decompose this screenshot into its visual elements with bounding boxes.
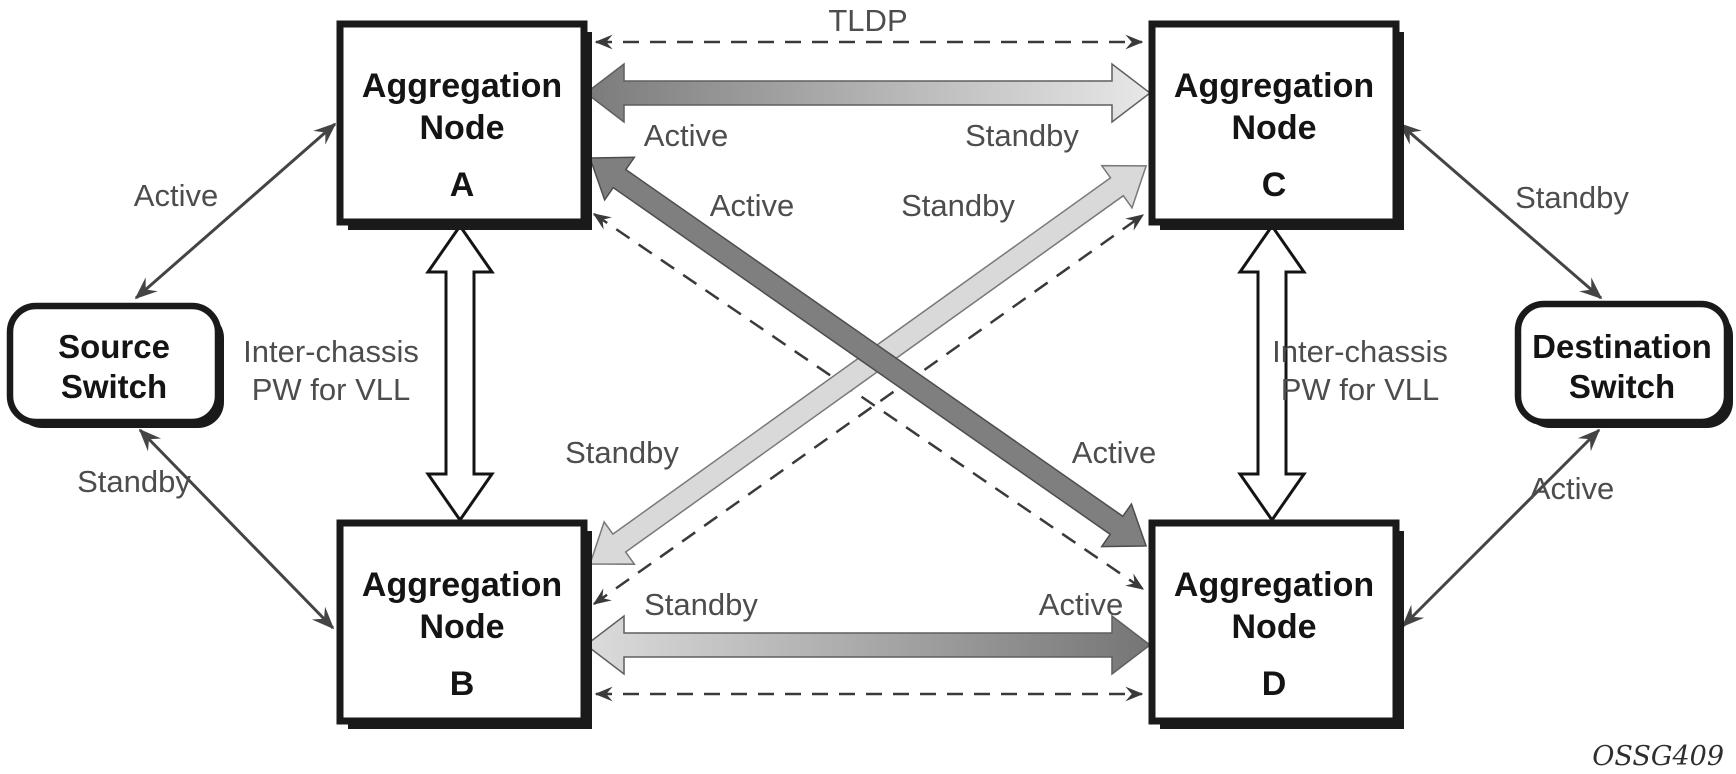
- source-b-standby-label: Standby: [77, 464, 191, 499]
- destination-switch-label-line2: Switch: [1569, 368, 1675, 405]
- interchassis-c-d-label-line1: Inter-chassis: [1272, 334, 1448, 369]
- node-c-label-line1: Aggregation: [1174, 67, 1374, 105]
- aggregation-node-a: Aggregation Node A: [336, 20, 592, 230]
- link-source-to-a: [134, 122, 337, 300]
- pw-b-d-active-label: Active: [1039, 587, 1123, 622]
- node-a-label-line2: Node: [420, 109, 505, 147]
- source-switch-label-line1: Source: [58, 328, 170, 365]
- source-switch-box: [6, 302, 222, 426]
- node-c-box: [1148, 20, 1400, 226]
- pw-a-d-active-label-lower: Active: [1072, 435, 1156, 470]
- aggregation-node-c: Aggregation Node C: [1148, 20, 1404, 230]
- pw-b-d-standby-label: Standby: [644, 587, 758, 622]
- pw-a-c-standby-label: Standby: [965, 118, 1079, 153]
- node-d-label-line2: Node: [1232, 608, 1317, 646]
- tldp-link-b-c: [592, 213, 1145, 606]
- link-d-to-destination: [1401, 428, 1601, 628]
- link-source-to-b: [138, 428, 335, 630]
- pw-a-d-active-label-upper: Active: [710, 188, 794, 223]
- destination-switch: Destination Switch: [1514, 300, 1733, 428]
- node-a-label-line1: Aggregation: [362, 67, 562, 105]
- source-a-active-label: Active: [134, 178, 218, 213]
- c-destination-standby-label: Standby: [1515, 180, 1629, 215]
- interchassis-a-b-label-line1: Inter-chassis: [243, 334, 419, 369]
- interchassis-c-d-label-line2: PW for VLL: [1281, 372, 1440, 407]
- node-b-label-line1: Aggregation: [362, 566, 562, 604]
- pw-arrow-a-d: [588, 156, 1148, 548]
- node-d-label-line1: Aggregation: [1174, 566, 1374, 604]
- node-a-letter: A: [450, 166, 475, 204]
- pw-a-c-active-label: Active: [644, 118, 728, 153]
- aggregation-node-b: Aggregation Node B: [336, 519, 592, 729]
- d-destination-active-label: Active: [1530, 471, 1614, 506]
- node-b-label-line2: Node: [420, 608, 505, 646]
- source-switch: Source Switch: [6, 302, 224, 428]
- node-b-letter: B: [450, 665, 475, 703]
- interchassis-a-b-label-line2: PW for VLL: [252, 372, 411, 407]
- pw-arrow-b-d: [584, 614, 1152, 676]
- destination-switch-label-line1: Destination: [1532, 328, 1712, 365]
- node-d-letter: D: [1262, 665, 1287, 703]
- node-c-label-line2: Node: [1232, 109, 1317, 147]
- node-a-box: [336, 20, 588, 226]
- tldp-link-a-d: [592, 212, 1145, 591]
- destination-switch-box: [1514, 300, 1731, 426]
- tldp-dashed-line-b-c: [592, 213, 1145, 606]
- figure-id-watermark: OSSG409: [1592, 741, 1724, 772]
- node-c-letter: C: [1262, 166, 1287, 204]
- aggregation-node-d: Aggregation Node D: [1148, 519, 1404, 729]
- pw-arrow-a-d-shape: [588, 156, 1148, 548]
- pw-b-c-standby-label-lower: Standby: [565, 435, 679, 470]
- link-c-to-destination: [1398, 122, 1603, 300]
- pw-arrow-a-c: [584, 62, 1152, 124]
- tldp-label: TLDP: [828, 3, 907, 38]
- interchassis-arrow-a-b: [425, 223, 495, 523]
- source-switch-label-line2: Switch: [61, 368, 167, 405]
- node-d-box: [1148, 519, 1400, 725]
- node-b-box: [336, 519, 588, 725]
- tldp-dashed-line-a-d: [592, 212, 1145, 591]
- pw-b-c-standby-label-upper: Standby: [901, 188, 1015, 223]
